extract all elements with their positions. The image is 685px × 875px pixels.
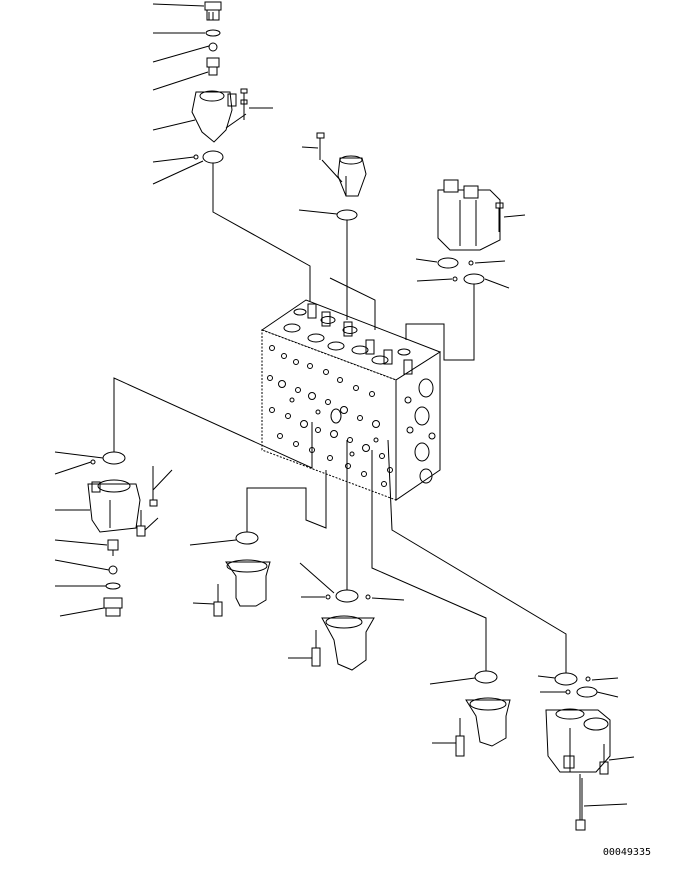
plug <box>108 540 118 556</box>
o-ring <box>236 532 258 544</box>
small-o-ring <box>586 677 590 681</box>
block-front-holes <box>268 346 393 487</box>
center-left-cover <box>190 470 326 616</box>
fitting <box>104 598 122 616</box>
right-center-cover <box>372 450 510 756</box>
bolt <box>137 526 145 536</box>
small-o-ring <box>366 595 370 599</box>
o-ring <box>106 583 120 589</box>
main-valve-block <box>262 300 440 500</box>
o-ring <box>206 30 220 36</box>
long-bolt <box>576 820 585 830</box>
center-cover <box>288 440 404 670</box>
bolt <box>312 648 320 666</box>
small-o-ring <box>453 277 457 281</box>
small-o-ring <box>326 595 330 599</box>
bottom-right-assembly <box>388 440 634 830</box>
o-ring <box>577 687 597 697</box>
drawing-number: 00049335 <box>602 847 651 858</box>
bolt <box>150 500 157 506</box>
small-o-ring <box>91 460 95 464</box>
o-ring <box>475 671 497 683</box>
valve-cover <box>88 480 140 532</box>
bolt <box>317 133 324 138</box>
fitting-top <box>205 2 221 20</box>
o-ring <box>337 210 357 220</box>
block-top-ports <box>284 304 412 374</box>
block-side-ports <box>405 379 435 483</box>
small-o-ring <box>566 690 570 694</box>
bolt <box>214 602 222 616</box>
o-ring <box>464 274 484 284</box>
plug <box>207 58 219 75</box>
small-o-ring <box>194 155 198 159</box>
o-ring <box>555 673 577 685</box>
o-ring <box>103 452 125 464</box>
left-stack <box>55 378 312 616</box>
washer <box>109 566 117 574</box>
top-left-stack <box>153 2 310 302</box>
connector-block <box>192 91 236 142</box>
o-ring-large <box>203 151 223 163</box>
top-right-valve <box>406 180 525 360</box>
small-o-ring <box>469 261 473 265</box>
top-center-valve <box>299 133 375 330</box>
bolt <box>456 736 464 756</box>
o-ring <box>336 590 358 602</box>
washer <box>209 43 217 51</box>
o-ring <box>438 258 458 268</box>
